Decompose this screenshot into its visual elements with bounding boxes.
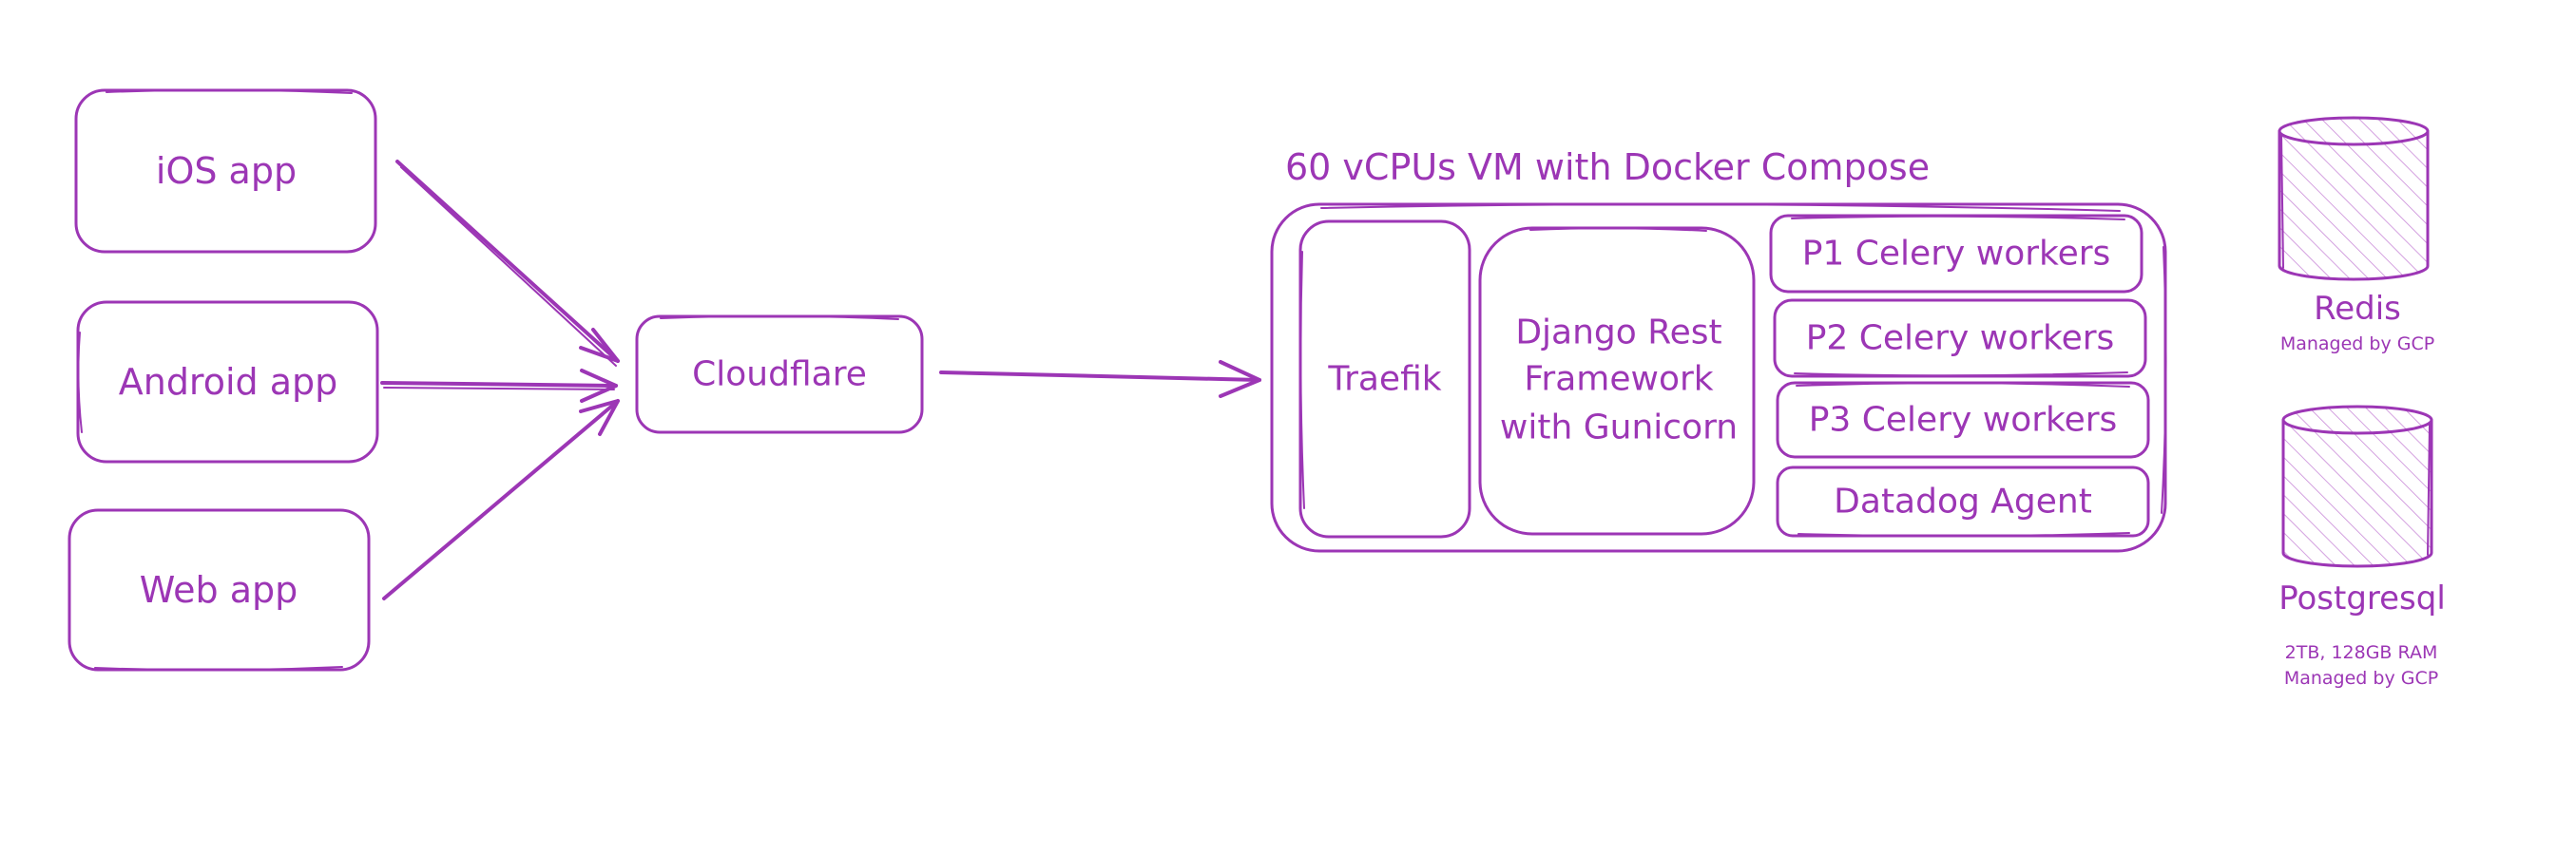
- ios-app-label: iOS app: [156, 150, 297, 192]
- postgresql-note: Managed by GCP: [2284, 668, 2438, 689]
- p3-workers-box: P3 Celery workers: [1776, 381, 2150, 459]
- ios-app-box: iOS app: [74, 88, 377, 254]
- arrow-android-to-cloudflare: [380, 369, 618, 403]
- web-app-label: Web app: [140, 569, 298, 611]
- p1-workers-box: P1 Celery workers: [1769, 214, 2143, 294]
- redis-note: Managed by GCP: [2280, 333, 2434, 354]
- vm-container: [1270, 202, 2167, 553]
- django-label-line-1: Django Rest: [1515, 314, 1721, 352]
- traefik-box: Traefik: [1298, 219, 1471, 539]
- arrow-ios-to-cloudflare: [395, 160, 620, 367]
- datadog-agent-box: Datadog Agent: [1776, 466, 2150, 538]
- p2-workers-label: P2 Celery workers: [1806, 319, 2115, 358]
- django-label-line-2: Framework: [1524, 360, 1713, 399]
- arrow-web-to-cloudflare: [382, 399, 620, 600]
- arrow-cloudflare-to-vm: [939, 360, 1261, 398]
- p3-workers-label: P3 Celery workers: [1809, 401, 2118, 440]
- p1-workers-label: P1 Celery workers: [1802, 235, 2111, 274]
- p2-workers-box: P2 Celery workers: [1773, 298, 2147, 378]
- web-app-box: Web app: [67, 508, 371, 672]
- django-box: Django Rest Framework with Gunicorn: [1478, 226, 1756, 536]
- postgresql-name: Postgresql: [2278, 580, 2446, 618]
- postgresql-cylinder-icon: [2281, 405, 2433, 568]
- traefik-label: Traefik: [1327, 360, 1441, 399]
- android-app-label: Android app: [119, 361, 338, 403]
- cloudflare-box: Cloudflare: [635, 314, 924, 434]
- datadog-agent-label: Datadog Agent: [1834, 483, 2092, 522]
- vm-title: 60 vCPUs VM with Docker Compose: [1285, 146, 1930, 188]
- redis-cylinder-icon: [2278, 116, 2430, 281]
- android-app-box: Android app: [76, 300, 379, 464]
- cloudflare-label: Cloudflare: [692, 355, 867, 394]
- postgresql-spec: 2TB, 128GB RAM: [2285, 642, 2438, 663]
- django-label-line-3: with Gunicorn: [1500, 408, 1738, 447]
- redis-name: Redis: [2314, 290, 2401, 328]
